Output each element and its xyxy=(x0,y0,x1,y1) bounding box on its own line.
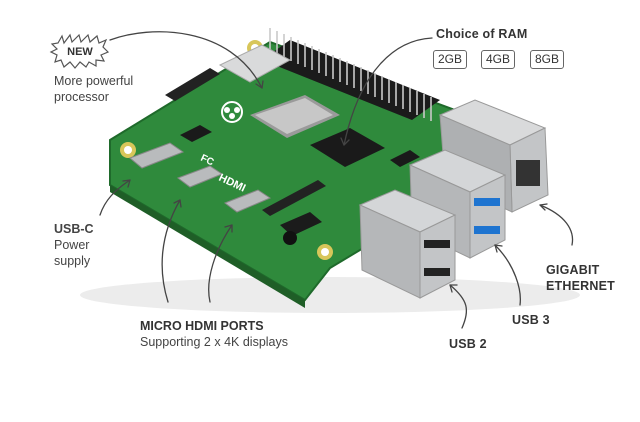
arrow-hdmi1-icon xyxy=(161,199,181,303)
board-fc-print: FC xyxy=(199,153,216,169)
hdmi-label: MICRO HDMI PORTS Supporting 2 x 4K displ… xyxy=(140,318,288,350)
arrow-ram-icon xyxy=(343,37,433,146)
arrow-usb2-icon xyxy=(449,284,468,329)
processor-label: More powerful processor xyxy=(54,73,133,105)
usb-c-port xyxy=(129,142,185,169)
audio-jack xyxy=(280,212,322,236)
board-shadow xyxy=(80,277,580,313)
pcb-edge xyxy=(110,185,305,308)
ethernet-line2: ETHERNET xyxy=(546,279,615,293)
usb3-label: USB 3 xyxy=(512,313,550,327)
camera-connector xyxy=(262,180,326,216)
hdmi-title: MICRO HDMI PORTS xyxy=(140,319,264,333)
ram-option-4gb: 4GB xyxy=(481,50,516,69)
ram-option-8gb: 8GB xyxy=(530,50,565,69)
ethernet-line1: GIGABIT xyxy=(546,263,600,277)
usbc-line2: supply xyxy=(54,254,91,268)
ram-title: Choice of RAM xyxy=(436,27,528,41)
arrow-processor-icon xyxy=(109,31,263,89)
arrow-ethernet-icon xyxy=(539,204,574,246)
usbc-title: USB-C xyxy=(54,222,94,236)
usb2-label: USB 2 xyxy=(449,337,487,351)
small-chip xyxy=(390,150,420,167)
arrow-usb3-icon xyxy=(494,244,521,306)
hdmi-subtitle: Supporting 2 x 4K displays xyxy=(140,335,289,349)
usbc-line1: Power xyxy=(54,238,90,252)
processor-chip xyxy=(250,95,340,138)
new-badge-text: NEW xyxy=(67,46,93,58)
micro-hdmi-port-2 xyxy=(223,189,272,213)
callout-arrows xyxy=(99,31,574,329)
ethernet-label: GIGABIT ETHERNET xyxy=(546,262,615,294)
processor-line1: More powerful xyxy=(54,74,134,88)
ram-option-2gb: 2GB xyxy=(433,50,468,69)
new-badge: NEW xyxy=(49,33,110,69)
usbc-label: USB-C Power supply xyxy=(54,221,94,269)
display-connector xyxy=(165,68,220,101)
starburst-icon xyxy=(49,33,110,69)
arrow-hdmi2-icon xyxy=(208,224,233,303)
usb2-ports xyxy=(358,189,457,299)
wireless-shield xyxy=(218,44,292,83)
arrow-usbc-icon xyxy=(99,179,131,216)
ram-chip xyxy=(310,128,385,167)
processor-line2: processor xyxy=(54,90,109,104)
micro-hdmi-port-1 xyxy=(176,165,224,188)
small-chip xyxy=(180,125,212,142)
raspberry-logo-icon xyxy=(221,101,243,123)
gpio-header xyxy=(262,28,440,121)
